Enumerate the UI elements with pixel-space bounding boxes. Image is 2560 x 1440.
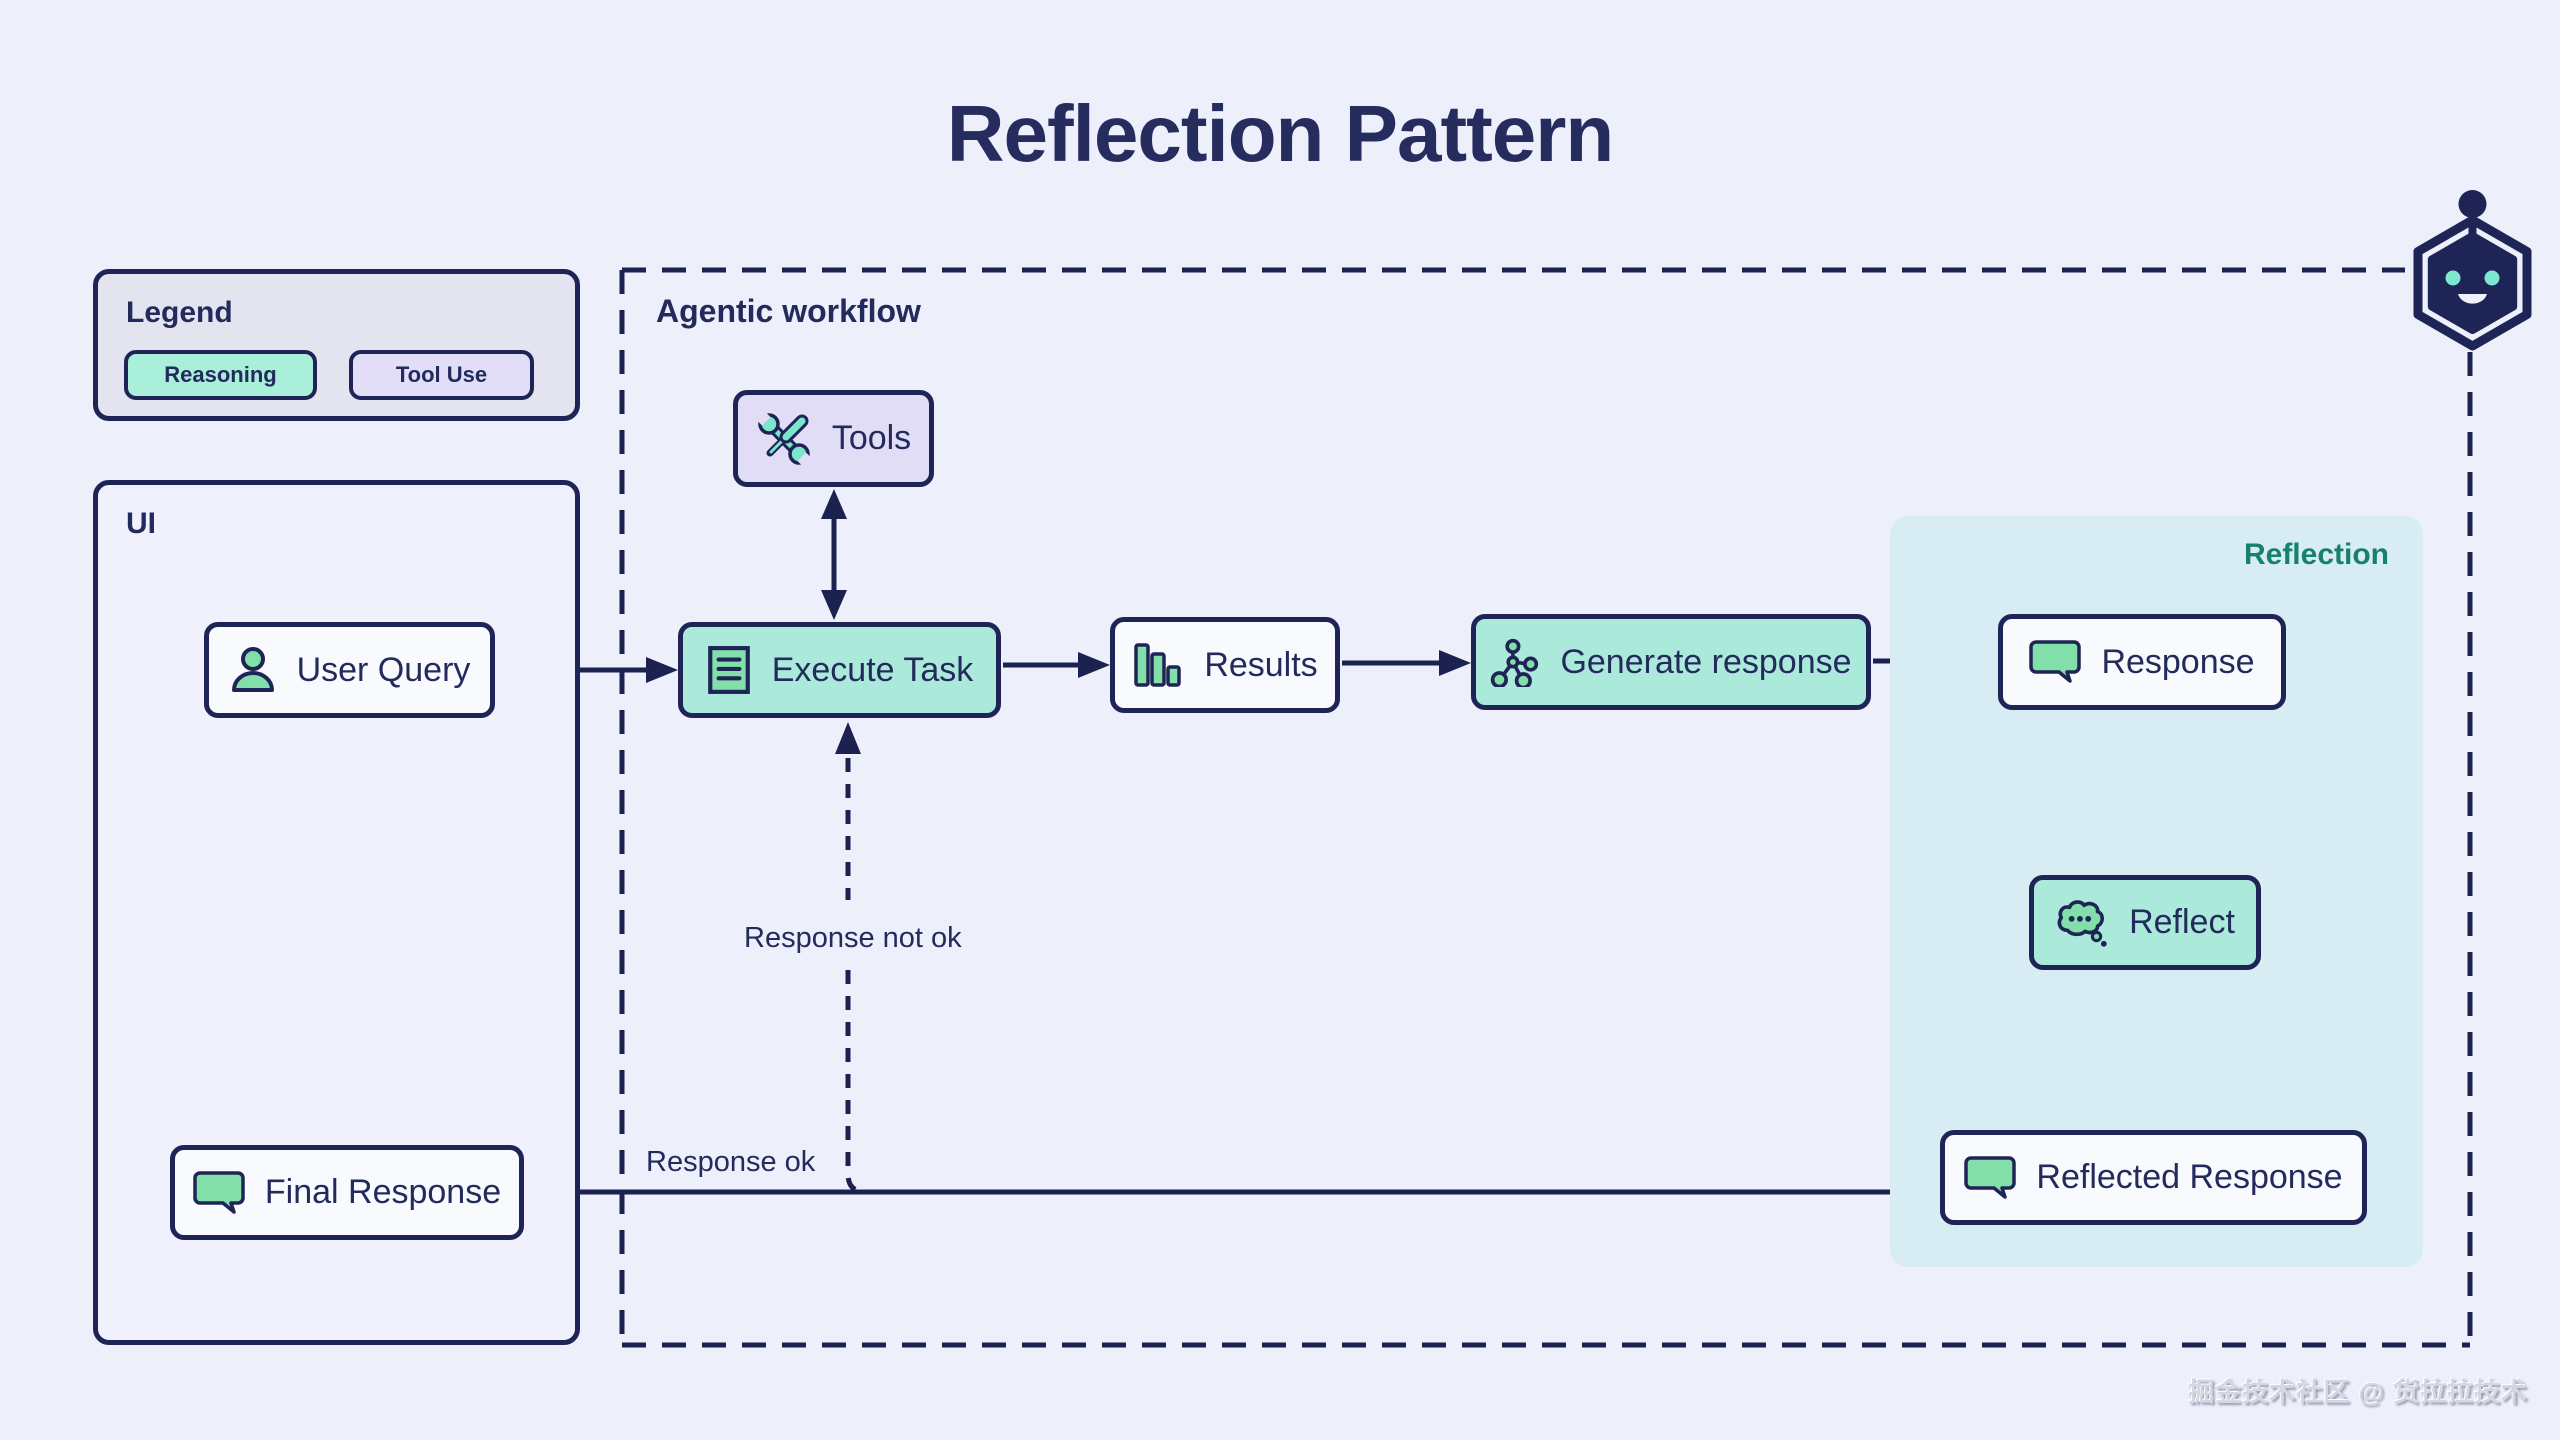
node-generate-response: Generate response [1471,614,1871,710]
legend-panel: Legend Reasoning Tool Use [93,269,580,421]
legend-chip-tool-use: Tool Use [349,350,534,400]
node-generate-response-label: Generate response [1560,642,1852,681]
node-reflected-response: Reflected Response [1940,1130,2367,1225]
robot-hexagon-icon [2413,190,2532,351]
watermark-text: 掘金技术社区 @ 货拉拉技术 [2188,1377,2528,1407]
reflection-region-title: Reflection [2243,538,2389,571]
node-results-label: Results [1204,645,1318,684]
thought-bubble-icon [2057,899,2107,947]
node-response: Response [1998,614,2286,710]
arrowhead-into-execute-left [646,657,678,683]
speech-bubble-icon [193,1170,245,1214]
person-icon [231,647,274,692]
page-title: Reflection Pattern [946,89,1615,178]
node-final-response: Final Response [170,1145,524,1240]
legend-title: Legend [126,296,233,329]
node-reflect-label: Reflect [2129,903,2235,941]
edge-feedback-lower [845,970,867,1195]
node-tools-label: Tools [831,419,912,457]
node-tools: Tools [733,390,934,487]
node-execute-task-label: Execute Task [771,650,974,689]
agentic-workflow-title: Agentic workflow [656,293,921,329]
speech-bubble-icon [1964,1155,2017,1199]
node-final-response-label: Final Response [264,1173,502,1211]
speech-bubble-icon [2029,640,2082,683]
ui-panel-title: UI [126,507,156,540]
legend-chips: Reasoning Tool Use [124,350,534,400]
arrowhead-into-results [1078,652,1110,678]
node-user-query: User Query [204,622,495,718]
node-user-query-label: User Query [296,650,471,689]
node-reflected-response-label: Reflected Response [2036,1158,2343,1196]
node-results: Results [1110,617,1340,713]
node-execute-task: Execute Task [678,622,1001,718]
legend-chip-reasoning-label: Reasoning [164,362,277,387]
legend-chip-tool-use-label: Tool Use [395,362,488,387]
node-reflect: Reflect [2029,875,2261,970]
node-response-label: Response [2101,642,2255,681]
arrowhead-into-tools [821,489,847,519]
legend-chip-reasoning: Reasoning [124,350,317,400]
network-graph-icon [1491,638,1539,687]
edge-label-response-not-ok: Response not ok [744,922,962,954]
edge-label-response-ok: Response ok [646,1146,816,1178]
wrench-screwdriver-icon [755,410,812,467]
bar-chart-icon [1134,643,1182,687]
task-list-icon [707,646,750,694]
arrowhead-into-execute-top [821,590,847,620]
arrowhead-into-generate [1439,650,1471,676]
arrowhead-into-execute-bottom [835,722,861,754]
